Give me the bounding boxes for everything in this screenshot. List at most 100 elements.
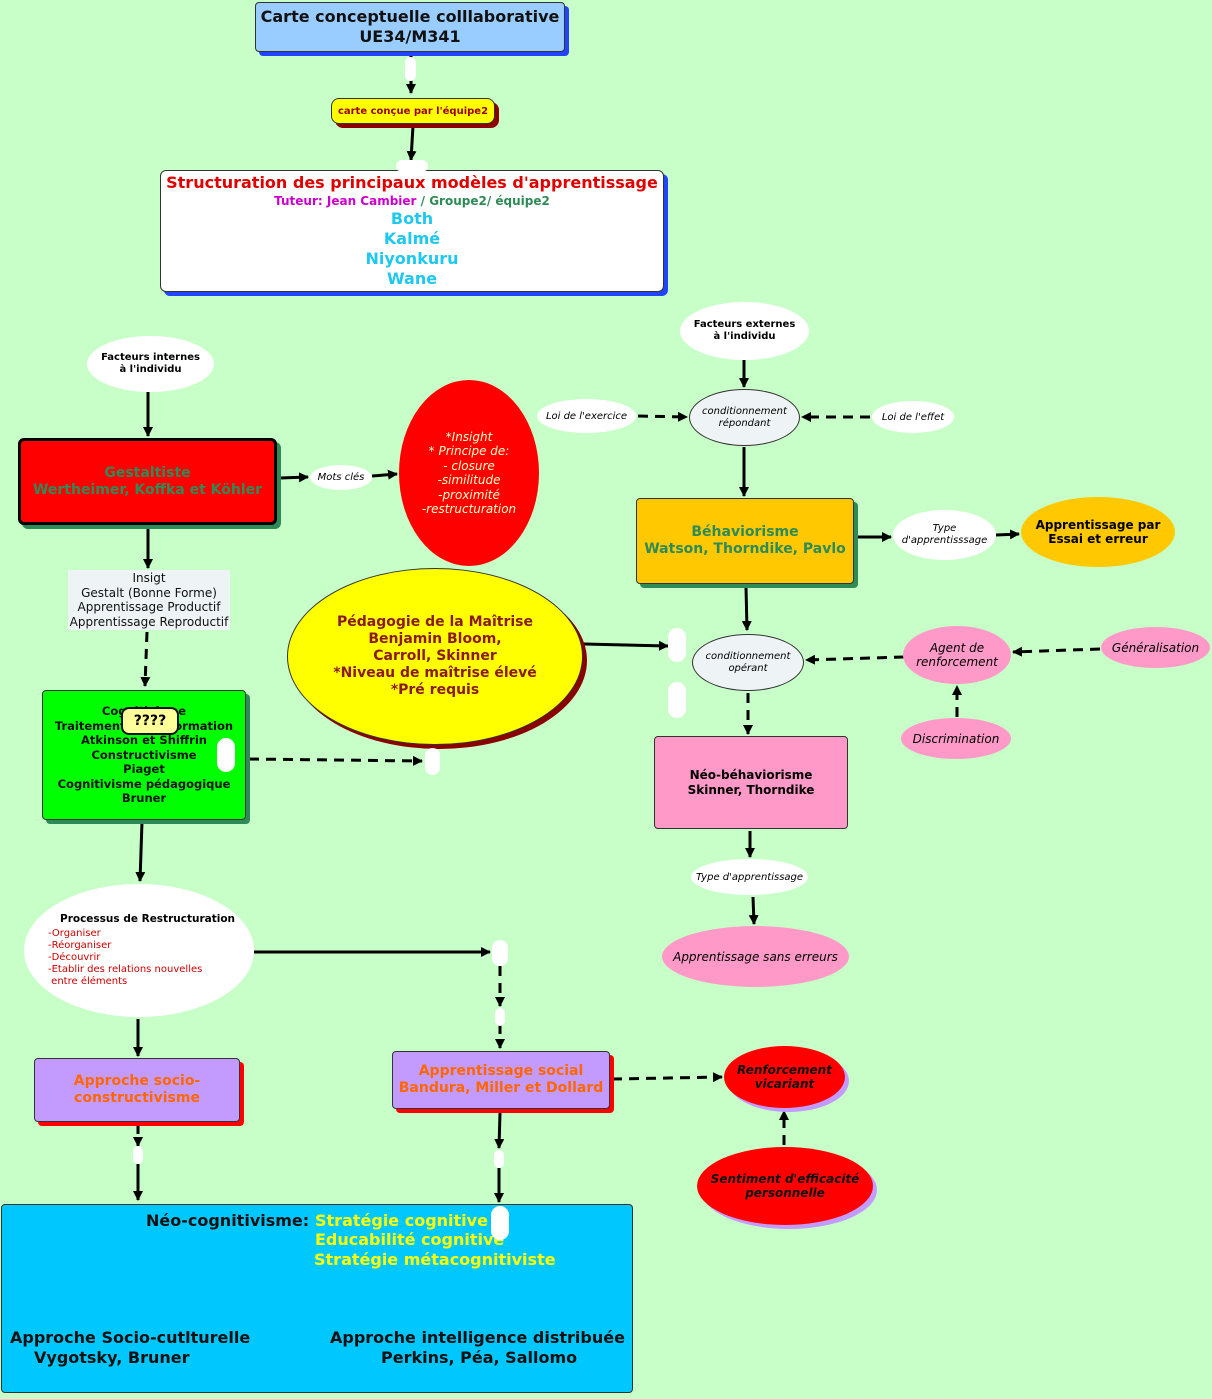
header-group: / Groupe2/ équipe2 [416,194,550,208]
cond-repondant-line2: répondant [718,417,771,429]
header-title: Structuration des principaux modèles d'a… [166,173,658,192]
team-label: carte conçue par l'équipe2 [331,98,495,124]
facteurs-internes-line2: à l'individu [119,364,182,375]
connector-arrow [135,821,146,882]
neo-cog-right-1: Approche intelligence distribuée [330,1328,625,1347]
neo-cog-left-1: Approche Socio-cutlturelle [10,1328,251,1347]
insight-line-4: -similitude [437,473,501,487]
agent-renforcement-node: Agent de renforcement [903,626,1011,684]
hidden-label-overlay[interactable]: ???? [121,707,179,735]
insight-line-6: -restructuration [421,502,517,516]
sentiment-line1: Sentiment d'efficacité [710,1172,860,1186]
socio-constructivisme-node: Approche socio- constructivisme [34,1058,240,1122]
mots-cles-node: Mots clés [310,465,372,490]
insight-line-2: * Principe de: [428,444,510,458]
link-stub [494,1150,504,1168]
app-social-line1: Apprentissage social [418,1063,584,1079]
insight-line-5: -proximité [438,487,500,502]
processus-node: Processus de Restructuration -Organiser … [24,884,254,1017]
link-stub [405,57,416,81]
type-app1-line1: Type [932,523,957,534]
socio-constr-line2: constructivisme [74,1090,200,1106]
type-app1-line2: d'apprentisssage [901,535,988,546]
agent-line1: Agent de [929,641,985,655]
connector-arrow [279,472,309,483]
renf-line2: vicariant [754,1077,815,1091]
essai-erreur-node: Apprentissage par Essai et erreur [1021,497,1175,567]
sans-erreurs-text: Apprentissage sans erreurs [673,949,838,964]
behaviorisme-node: Béhaviorisme Watson, Thorndike, Pavlo [636,498,854,584]
mots-cles-text: Mots clés [317,472,365,483]
type-app2-text: Type d'apprentissage [695,871,804,883]
insight-line-3: - closure [443,458,495,473]
neo-cog-right-2: Perkins, Péa, Sallomo [381,1348,578,1367]
processus-title: Processus de Restructuration [60,913,236,925]
map-title: Carte conceptuelle colllaborative UE34/M… [255,2,565,52]
map-title-line2: UE34/M341 [359,27,461,46]
facteurs-externes-line2: à l'individu [713,331,776,342]
processus-item-1: -Organiser [48,928,101,939]
header-tutor: Tuteur: Jean Cambier [274,194,417,208]
processus-item-5: entre éléments [48,976,128,987]
insigt-line-2: Gestalt (Bonne Forme) [81,585,217,600]
link-stub [133,1146,143,1164]
gestaltiste-title: Gestaltiste [104,464,191,481]
essai-erreur-line2: Essai et erreur [1048,532,1148,546]
link-stub [492,940,508,966]
neo-cog-strategy-1: Stratégie cognitive [315,1211,488,1230]
cond-operant-line2: opérant [728,662,768,674]
type-apprentissage-node-2: Type d'apprentissage [691,859,808,895]
neo-cog-strategy-3: Stratégie métacognitiviste [314,1250,556,1269]
link-stub [668,628,686,662]
team-label-text: carte conçue par l'équipe2 [337,105,489,117]
connector-arrow [406,125,417,161]
insight-line-1: *Insight [445,429,493,444]
generalisation-node: Généralisation [1101,627,1210,668]
connector-arrow [741,586,752,631]
member-1: Both [390,209,434,228]
cognitivisme-line4: Constructivisme [91,747,197,762]
hidden-label-text: ???? [133,713,167,729]
loi-effet-text: Loi de l'effet [881,411,945,423]
pedagogie-line-4: *Niveau de maîtrise élevé [333,665,537,681]
facteurs-internes-node: Facteurs internes à l'individu [87,336,214,392]
neo-cog-strategy-2: Educabilité cognitive [315,1230,505,1249]
link-stub [425,748,440,775]
cognitivisme-node: Cognitivisme Traitement de l'information… [42,690,246,820]
discrimination-text: Discrimination [912,731,1000,746]
facteurs-externes-line1: Facteurs externes [693,319,796,330]
loi-exercice-node: Loi de l'exercice [537,399,636,433]
link-stub [491,1206,509,1240]
neo-behaviorisme-node: Néo-béhaviorisme Skinner, Thorndike [654,736,848,829]
connector-arrow [637,411,688,422]
insigt-line-4: Apprentissage Reproductif [69,614,229,629]
header-tutor-line: Tuteur: Jean Cambier / Groupe2/ équipe2 [274,193,550,209]
link-stub [495,1008,505,1026]
neo-cog-label: Néo-cognitivisme: [146,1211,310,1230]
socio-constr-line1: Approche socio- [73,1073,201,1089]
member-2: Kalmé [383,229,441,248]
behaviorisme-authors: Watson, Thorndike, Pavlo [644,541,846,557]
cognitivisme-line3: Atkinson et Shiffrin [81,733,207,748]
gestaltiste-authors: Wertheimer, Koffka et Köhler [32,481,263,498]
insight-bubble: *Insight * Principe de: - closure -simil… [399,380,539,566]
processus-item-4: -Etablir des relations nouvelles [48,964,203,975]
pedagogie-line-5: *Pré requis [390,682,480,698]
neo-behav-line2: Skinner, Thorndike [687,782,815,797]
connector-arrow [583,640,669,651]
facteurs-externes-node: Facteurs externes à l'individu [680,302,809,360]
cond-operant-line1: conditionnement [705,650,791,662]
map-title-line1: Carte conceptuelle colllaborative [260,7,560,26]
apprentissage-social-node: Apprentissage social Bandura, Miller et … [392,1051,610,1109]
connector-arrow [494,1112,505,1149]
pedagogie-line-1: Pédagogie de la Maîtrise [337,614,533,630]
insigt-box: Insigt Gestalt (Bonne Forme) Apprentissa… [68,570,230,630]
connector-arrow [805,654,905,665]
neo-behav-line1: Néo-béhaviorisme [689,767,813,782]
app-social-line2: Bandura, Miller et Dollard [398,1080,604,1096]
renf-line1: Renforcement [737,1063,832,1077]
renforcement-vicariant-node: Renforcement vicariant [724,1046,845,1108]
connector-arrow [748,896,759,925]
loi-exercice-text: Loi de l'exercice [545,410,628,422]
